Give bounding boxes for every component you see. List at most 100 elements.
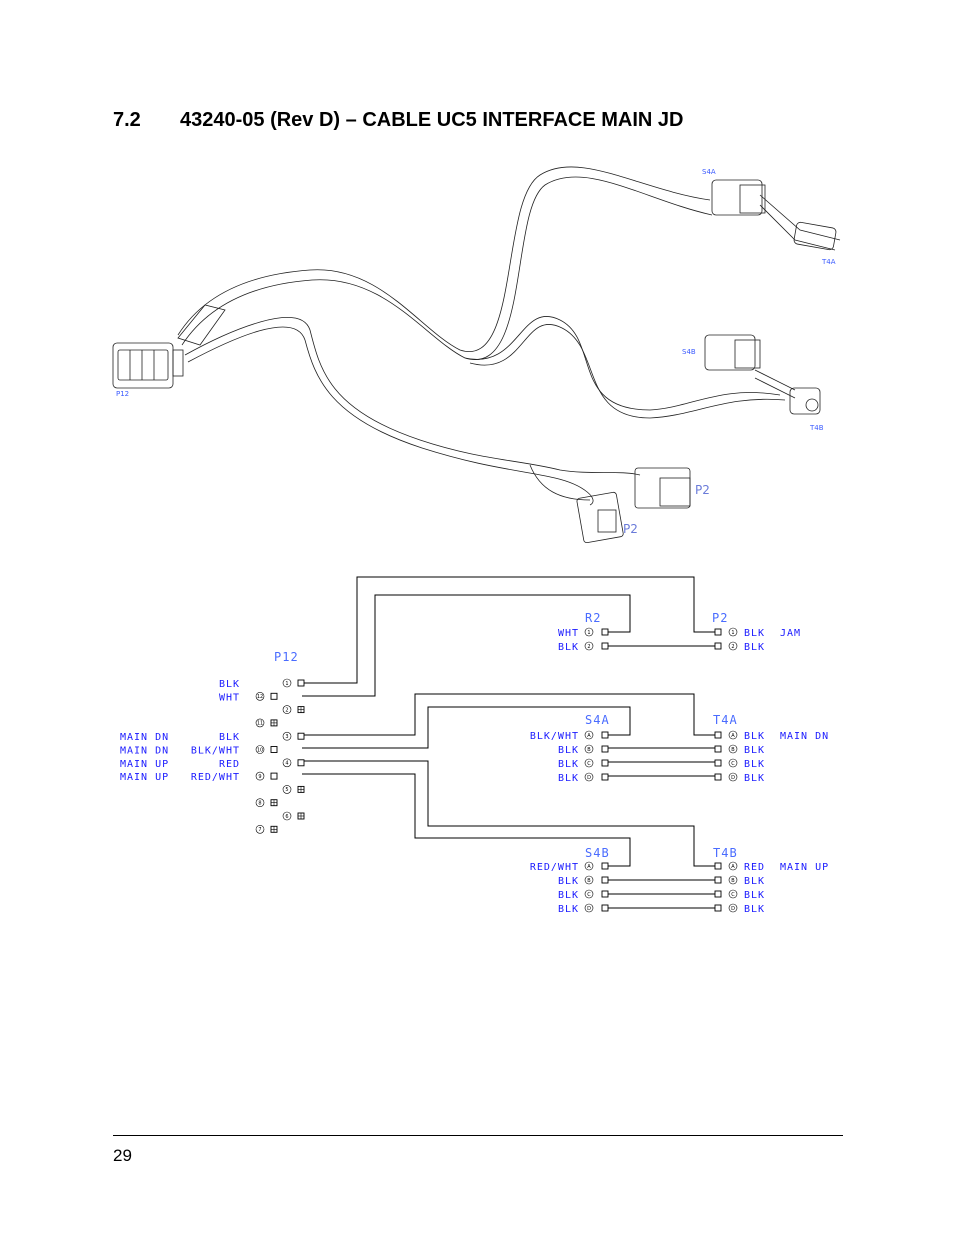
pin-number: 2 — [731, 644, 734, 650]
harness-label-s4b: S4B — [682, 348, 696, 356]
terminal-square — [601, 904, 609, 912]
terminal-square — [297, 759, 305, 767]
wire-color: BLK — [558, 773, 579, 784]
harness-label-t4a: T4A — [821, 258, 836, 266]
terminal-square — [270, 772, 278, 780]
harness-label-r2: P2 — [695, 483, 710, 497]
pin-number: 1 — [285, 681, 288, 687]
pin-number: 2 — [285, 707, 288, 713]
pin-circle — [584, 744, 594, 754]
pin-number: 7 — [258, 827, 261, 833]
page-number: 29 — [113, 1146, 132, 1165]
pin-number: A — [731, 733, 735, 739]
pin-circle — [282, 811, 292, 821]
pin-number: B — [731, 878, 735, 884]
schematic-r2-label: R2 — [585, 611, 601, 625]
section-heading: 7.2 43240-05 (Rev D) – CABLE UC5 INTERFAC… — [113, 109, 683, 132]
schematic-s4a-label: S4A — [585, 713, 610, 727]
pin-number: 1 — [731, 630, 734, 636]
function: MAIN UP — [780, 862, 829, 873]
pin-circle — [255, 824, 265, 834]
p12-function: MAIN UP — [120, 759, 169, 770]
pin-number: 2 — [587, 644, 590, 650]
wire-color: BLK — [744, 904, 765, 915]
terminal-square — [601, 628, 609, 636]
p12-wire-color: BLK — [219, 679, 240, 690]
terminal-square — [601, 773, 609, 781]
wire-color: BLK — [744, 642, 765, 653]
wire-color: BLK — [744, 876, 765, 887]
terminal-square — [601, 759, 609, 767]
pin-circle — [255, 798, 265, 808]
schematic-s4b-label: S4B — [585, 846, 610, 860]
terminal-square — [714, 876, 722, 884]
pin-circle — [282, 758, 292, 768]
section-number: 7.2 — [113, 109, 141, 131]
terminal-square — [714, 628, 722, 636]
terminal-square — [601, 731, 609, 739]
terminal-square — [601, 876, 609, 884]
harness-label-s4a: S4A — [702, 168, 716, 176]
pin-number: D — [731, 775, 735, 781]
terminal-square — [270, 746, 278, 753]
terminal-square — [714, 731, 722, 739]
pin-circle — [728, 744, 738, 754]
pin-circle — [728, 889, 738, 899]
terminal-square — [601, 862, 609, 870]
pin-circle — [255, 691, 265, 701]
wire-color: BLK — [558, 876, 579, 887]
pin-circle — [584, 875, 594, 885]
pin-number: 5 — [285, 787, 288, 793]
function: JAM — [780, 628, 801, 639]
pin-number: D — [731, 906, 735, 912]
terminal-square — [714, 904, 722, 912]
pin-circle — [282, 785, 292, 794]
terminal-square — [714, 773, 722, 781]
footer-rule — [113, 1135, 843, 1136]
pin-circle — [728, 758, 738, 768]
terminal-square — [601, 642, 609, 650]
pin-circle — [282, 705, 292, 714]
pin-circle — [584, 730, 594, 740]
pin-number: 11 — [257, 721, 263, 727]
pin-number: 12 — [257, 694, 263, 700]
wire-color: BLK — [558, 904, 579, 915]
pin-number: 3 — [285, 734, 288, 740]
p12-wire-color: RED — [219, 759, 240, 770]
pin-circle — [584, 772, 594, 782]
wire-color: RED — [744, 862, 765, 873]
section-title: 43240-05 (Rev D) – CABLE UC5 INTERFACE M… — [180, 109, 684, 131]
wire-color: BLK — [558, 745, 579, 756]
pin-number: A — [587, 733, 591, 739]
pin-number: 8 — [258, 801, 261, 807]
p12-wire-color: RED/WHT — [191, 772, 240, 783]
p12-function: MAIN DN — [120, 746, 169, 757]
wire-color: BLK — [744, 773, 765, 784]
schematic-t4b-label: T4B — [713, 846, 738, 860]
schematic-p12-label: P12 — [274, 650, 299, 664]
terminal-square — [714, 745, 722, 753]
pin-circle — [728, 730, 738, 740]
pin-circle — [255, 771, 265, 781]
wire-color: BLK — [558, 890, 579, 901]
pin-number: 1 — [587, 630, 590, 636]
p12-function: MAIN UP — [120, 772, 169, 783]
p12-function: MAIN DN — [120, 732, 169, 743]
wire-color: BLK/WHT — [530, 731, 579, 742]
schematic-t4a-label: T4A — [713, 713, 738, 727]
wire-color: BLK — [558, 759, 579, 770]
pin-circle — [584, 889, 594, 899]
pin-number: C — [587, 892, 591, 898]
wire-color: BLK — [744, 745, 765, 756]
terminal-square — [714, 642, 722, 650]
wire-color: BLK — [744, 890, 765, 901]
pin-number: C — [731, 761, 735, 767]
schematic-p2-label: P2 — [712, 611, 728, 625]
terminal-square — [297, 732, 305, 740]
harness-drawing: S4A T4A S4B T4B P12 P2 P2 — [112, 166, 841, 544]
terminal-square — [601, 890, 609, 898]
pin-circle — [584, 641, 594, 651]
